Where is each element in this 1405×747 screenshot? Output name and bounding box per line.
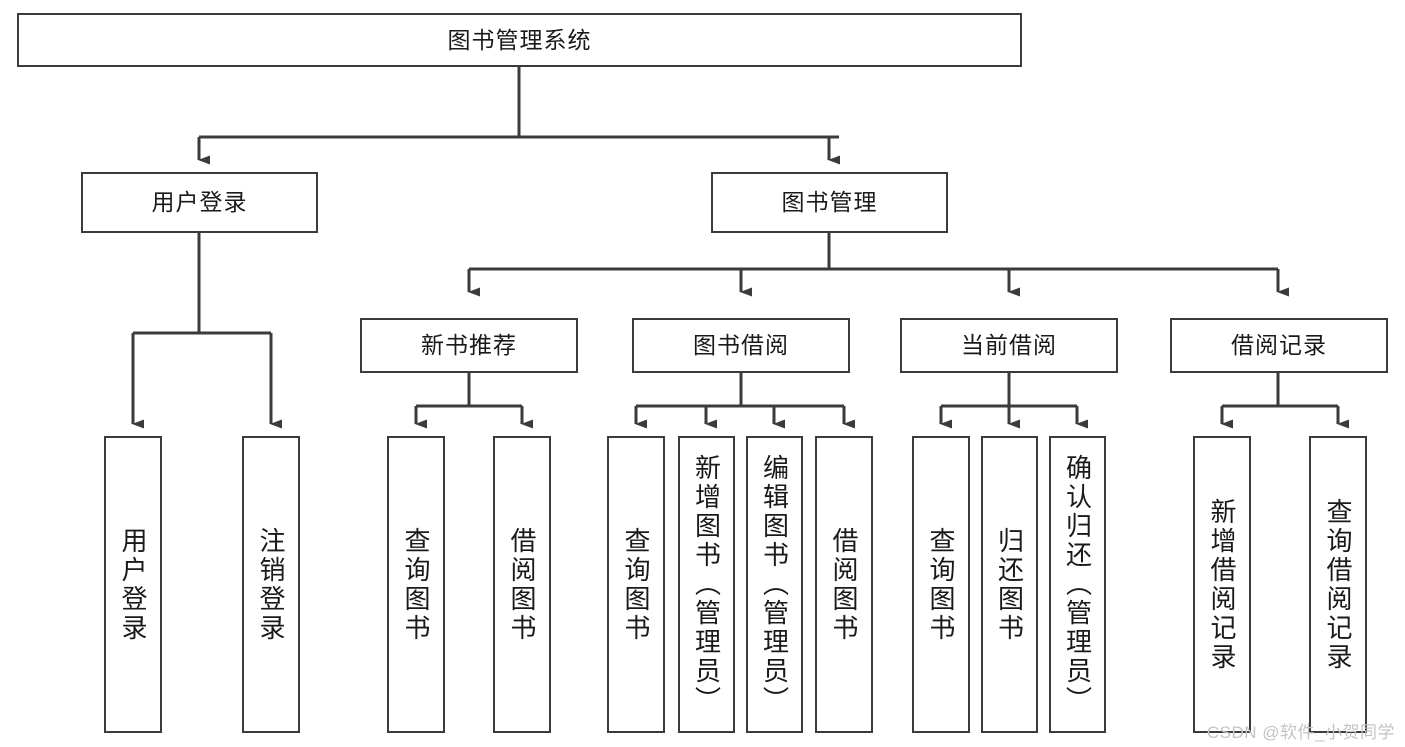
node-book-management[interactable]: 图书管理	[711, 172, 948, 233]
node-current-borrow[interactable]: 当前借阅	[900, 318, 1118, 373]
node-label: 当前借阅	[961, 332, 1057, 359]
node-label: 借阅图书	[507, 526, 538, 643]
leaf-borrow-book[interactable]: 借阅图书	[815, 436, 873, 733]
node-book-borrow[interactable]: 图书借阅	[632, 318, 850, 373]
leaf-edit-book-admin[interactable]: 编辑图书（管理员）	[746, 436, 803, 733]
leaf-logout[interactable]: 注销登录	[242, 436, 300, 733]
node-new-book-recommend[interactable]: 新书推荐	[360, 318, 578, 373]
node-label: 归还图书	[994, 526, 1025, 643]
node-label: 查询图书	[926, 526, 957, 643]
node-label: 查询图书	[401, 526, 432, 643]
leaf-borrow-book-recommend[interactable]: 借阅图书	[493, 436, 551, 733]
node-user-login[interactable]: 用户登录	[81, 172, 318, 233]
node-label: 新增借阅记录	[1207, 497, 1238, 672]
node-label: 新书推荐	[421, 332, 517, 359]
leaf-confirm-return-admin[interactable]: 确认归还（管理员）	[1049, 436, 1106, 733]
node-root-book-management-system[interactable]: 图书管理系统	[17, 13, 1022, 67]
node-label: 新增图书（管理员）	[691, 454, 722, 715]
node-label: 用户登录	[118, 526, 149, 643]
node-label: 查询借阅记录	[1323, 497, 1354, 672]
watermark: CSDN @软件_小贺同学	[1206, 723, 1395, 742]
leaf-query-book-current[interactable]: 查询图书	[912, 436, 970, 733]
leaf-user-login[interactable]: 用户登录	[104, 436, 162, 733]
node-label: 确认归还（管理员）	[1062, 454, 1093, 715]
node-label: 图书管理系统	[447, 26, 592, 53]
node-label: 图书借阅	[693, 332, 789, 359]
node-label: 查询图书	[621, 526, 652, 643]
leaf-return-book[interactable]: 归还图书	[981, 436, 1038, 733]
leaf-query-borrow-record[interactable]: 查询借阅记录	[1309, 436, 1367, 733]
leaf-query-book-borrow[interactable]: 查询图书	[607, 436, 665, 733]
node-label: 图书管理	[781, 189, 878, 216]
node-label: 借阅图书	[829, 526, 860, 643]
node-label: 编辑图书（管理员）	[759, 454, 790, 715]
leaf-add-borrow-record[interactable]: 新增借阅记录	[1193, 436, 1251, 733]
node-borrow-record[interactable]: 借阅记录	[1170, 318, 1388, 373]
leaf-query-book-recommend[interactable]: 查询图书	[387, 436, 445, 733]
node-label: 借阅记录	[1231, 332, 1327, 359]
leaf-add-book-admin[interactable]: 新增图书（管理员）	[678, 436, 735, 733]
node-label: 注销登录	[256, 526, 287, 643]
node-label: 用户登录	[151, 189, 248, 216]
